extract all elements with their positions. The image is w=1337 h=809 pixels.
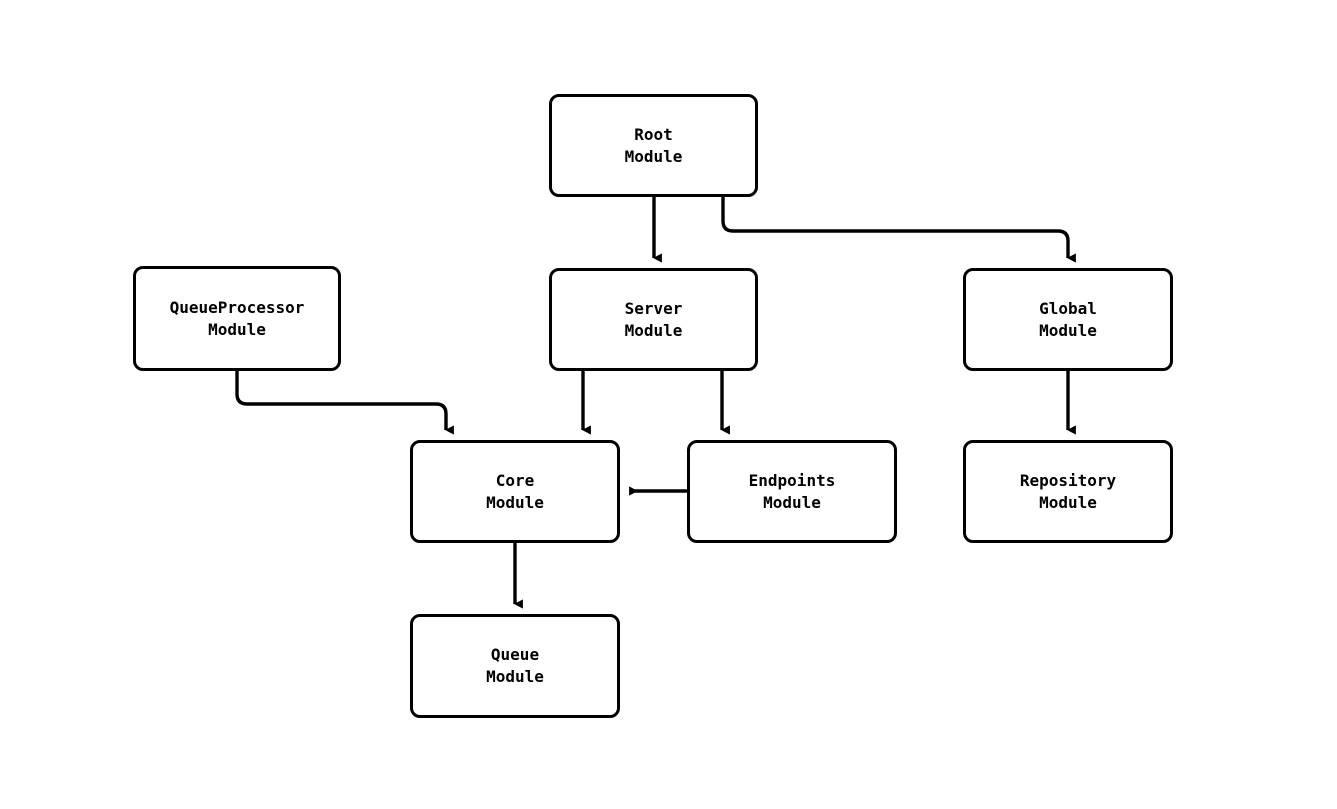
- node-server-module-title: Server: [624, 298, 683, 318]
- node-endpoints-module-subtitle: Module: [763, 492, 821, 512]
- node-queue-module-subtitle: Module: [486, 667, 544, 686]
- edge-root-to-global: [721, 197, 1076, 263]
- node-queue-module[interactable]: Queue Module: [410, 614, 620, 718]
- node-root-module-title: Root: [634, 124, 673, 144]
- node-root-module[interactable]: Root Module: [549, 94, 758, 197]
- node-server-module[interactable]: Server Module: [549, 268, 758, 371]
- node-core-module-title: Core: [495, 470, 535, 490]
- node-global-module[interactable]: Global Module: [963, 268, 1173, 371]
- node-repository-module[interactable]: Repository Module: [963, 440, 1173, 543]
- node-queue-module-title: Queue: [490, 645, 540, 664]
- node-endpoints-module[interactable]: Endpoints Module: [687, 440, 897, 543]
- node-core-module-subtitle: Module: [486, 492, 544, 512]
- node-global-module-subtitle: Module: [1039, 320, 1097, 340]
- node-global-module-title: Global: [1039, 298, 1097, 318]
- node-core-module[interactable]: Core Module: [410, 440, 620, 543]
- edge-queueprocessor-to-core: [235, 371, 454, 435]
- node-root-module-subtitle: Module: [624, 146, 683, 166]
- node-repository-module-title: Repository: [1019, 470, 1117, 490]
- node-queueprocessor-module[interactable]: QueueProcessor Module: [133, 266, 341, 371]
- node-repository-module-subtitle: Module: [1039, 492, 1097, 512]
- node-queueprocessor-module-title: QueueProcessor: [169, 297, 305, 317]
- node-server-module-subtitle: Module: [624, 320, 683, 340]
- node-queueprocessor-module-subtitle: Module: [208, 319, 266, 339]
- node-endpoints-module-title: Endpoints: [748, 470, 836, 490]
